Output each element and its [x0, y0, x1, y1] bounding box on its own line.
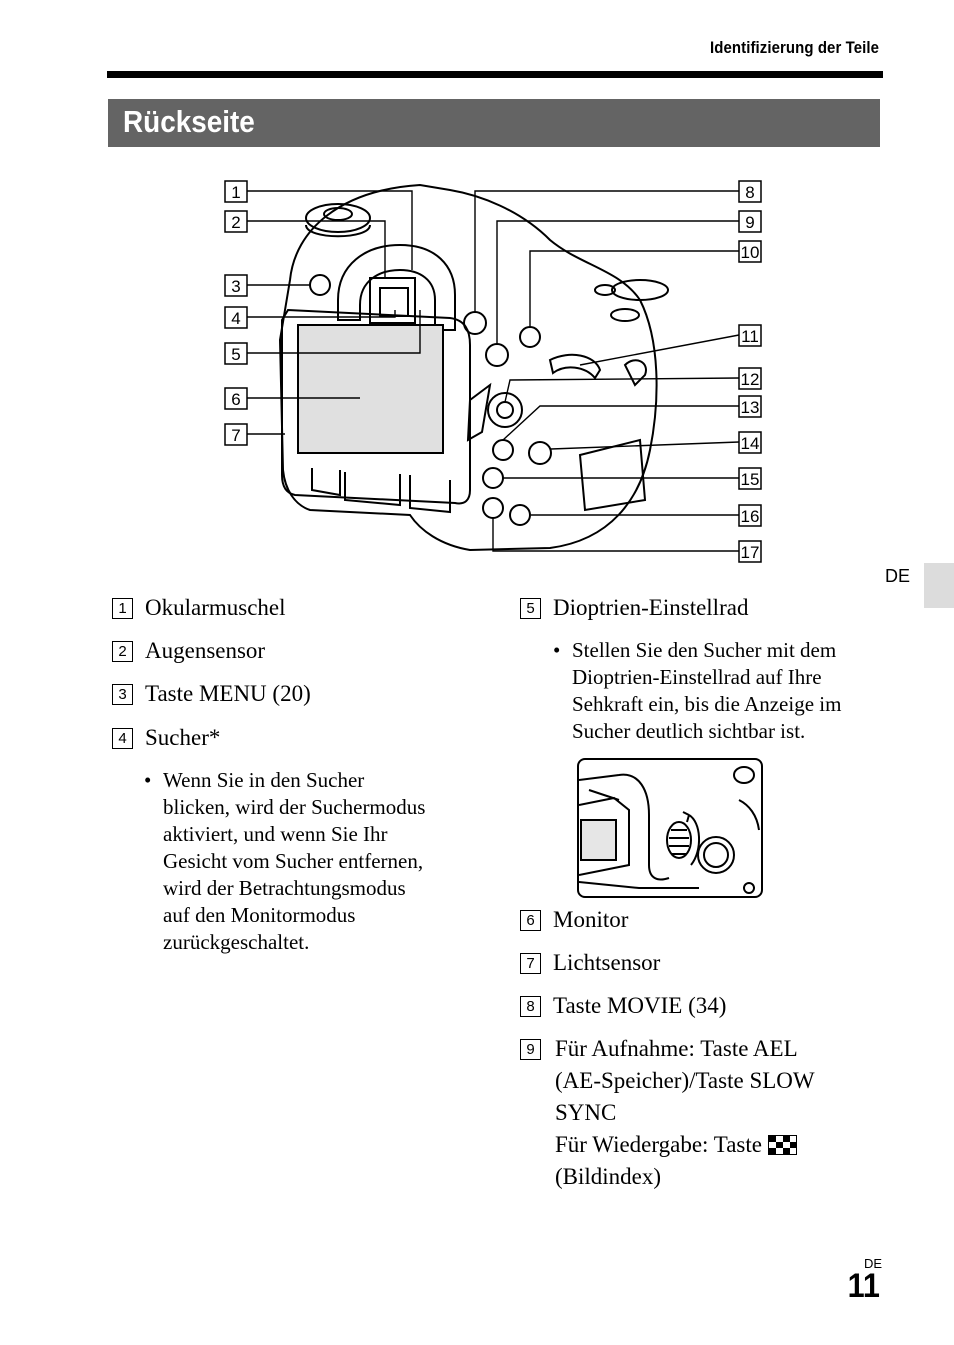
list-item: 7 Lichtsensor	[520, 949, 660, 977]
image-index-icon	[767, 1135, 797, 1155]
item-number: 9	[520, 1039, 541, 1060]
page-language: DE	[864, 1256, 883, 1271]
item-label: Lichtsensor	[553, 950, 661, 975]
list-item: 5 Dioptrien-Einstellrad	[520, 594, 748, 622]
diopter-dial-illustration	[579, 766, 760, 894]
item-number: 8	[520, 996, 541, 1017]
item-number: 7	[520, 953, 541, 974]
svg-text:11: 11	[741, 327, 759, 346]
viewfinder-note: Wenn Sie in den Sucher blicken, wird der…	[144, 767, 493, 956]
item-number: 4	[112, 728, 133, 749]
svg-text:13: 13	[741, 398, 760, 417]
list-item: 3 Taste MENU (20)	[112, 680, 311, 708]
running-head: Identifizierung der Teile	[709, 38, 879, 57]
svg-text:4: 4	[231, 309, 240, 328]
diopter-note: Stellen Sie den Sucher mit dem Dioptrien…	[553, 637, 902, 745]
diopter-dial-inset	[577, 758, 763, 898]
svg-text:16: 16	[741, 507, 760, 526]
item-9-text: Für Aufnahme: Taste AEL (AE-Speicher)/Ta…	[555, 1036, 815, 1189]
list-item-9: 9 Für Aufnahme: Taste AEL (AE-Speicher)/…	[520, 1033, 880, 1198]
svg-text:6: 6	[231, 390, 240, 409]
svg-text:2: 2	[231, 213, 240, 232]
item-label: Taste MENU (20)	[145, 681, 311, 706]
item-label: Monitor	[553, 907, 629, 932]
list-item: 6 Monitor	[520, 906, 628, 934]
list-item: 1 Okularmuschel	[112, 594, 286, 622]
svg-text:10: 10	[741, 243, 760, 262]
svg-text:14: 14	[741, 434, 760, 453]
camera-rear-illustration: 1 2 3 4 5 6 7 8 9 10 11 12 13 14 15 16 1…	[224, 180, 762, 563]
item-number: 2	[112, 641, 133, 662]
svg-text:15: 15	[741, 470, 760, 489]
item-label: Taste MOVIE (34)	[553, 993, 727, 1018]
svg-text:8: 8	[745, 183, 754, 202]
language-tab-label: DE	[885, 566, 911, 586]
page-number: 11	[847, 1267, 880, 1305]
svg-text:1: 1	[231, 183, 240, 202]
item-number: 3	[112, 684, 133, 705]
svg-text:17: 17	[741, 543, 760, 562]
list-item: 4 Sucher*	[112, 724, 220, 752]
svg-text:5: 5	[231, 345, 240, 364]
svg-text:3: 3	[231, 277, 240, 296]
item-label: Okularmuschel	[145, 595, 286, 620]
item-number: 6	[520, 910, 541, 931]
item-number: 1	[112, 598, 133, 619]
language-tab	[924, 563, 954, 608]
item-label: Dioptrien-Einstellrad	[553, 595, 749, 620]
item-number: 5	[520, 598, 541, 619]
list-item: 8 Taste MOVIE (34)	[520, 992, 726, 1020]
item-label: Augensensor	[145, 638, 266, 663]
svg-text:9: 9	[745, 213, 754, 232]
svg-text:7: 7	[231, 426, 240, 445]
list-item: 2 Augensensor	[112, 637, 265, 665]
svg-text:12: 12	[741, 370, 760, 389]
item-label: Sucher*	[145, 725, 221, 750]
section-bar	[108, 99, 880, 147]
section-title: Rückseite	[123, 104, 255, 139]
header-rule	[107, 71, 883, 78]
